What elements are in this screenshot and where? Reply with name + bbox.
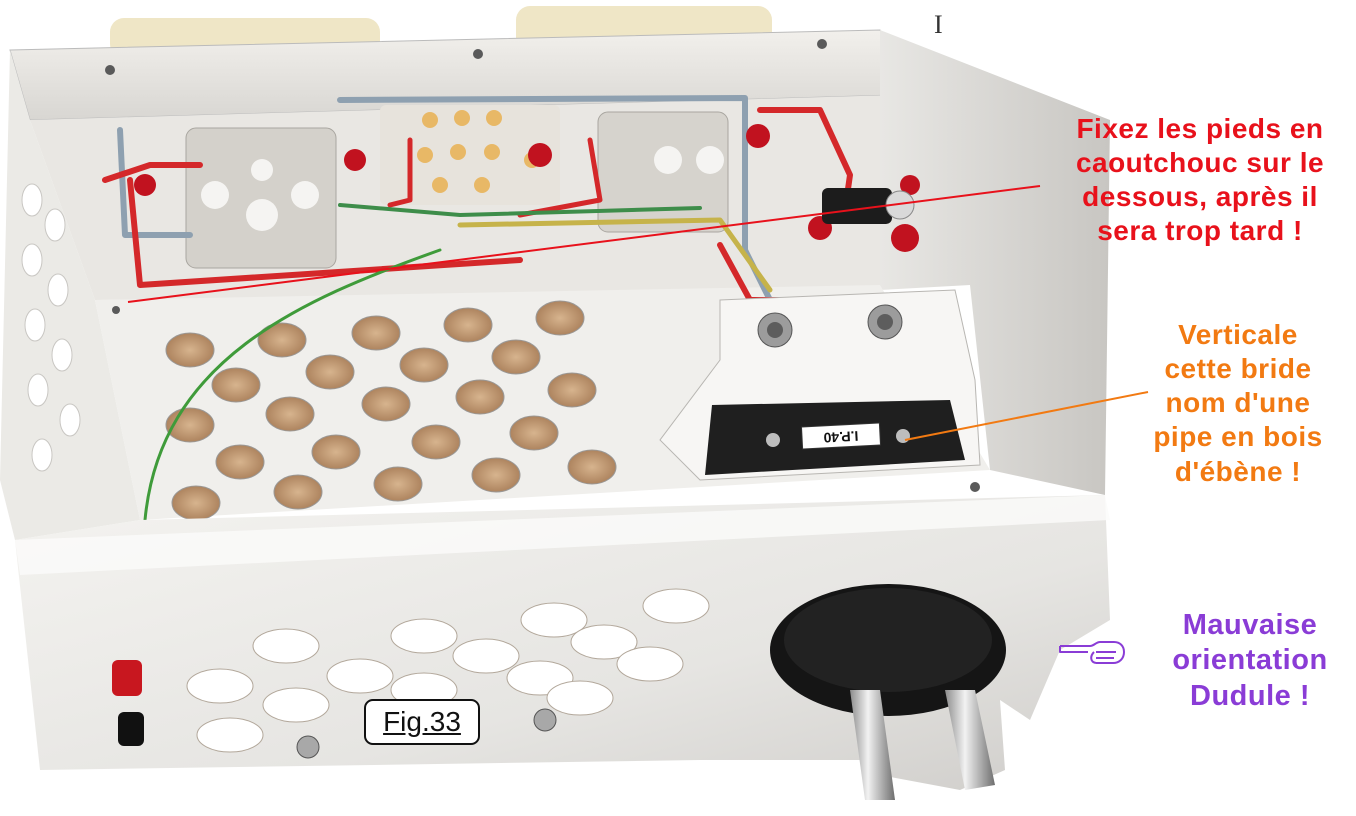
bad-orientation-note: Mauvaise orientation Dudule ! [1160,608,1340,714]
note-line: sera trop tard ! [1097,215,1303,247]
note-line: orientation [1172,644,1328,677]
figure-label: Fig.33 [364,699,480,745]
note-line: caoutchouc sur le [1075,147,1325,179]
rubber-feet-warning-note: Fixez les pieds en caoutchouc sur le des… [1030,112,1356,249]
red-pointer-line [127,185,1041,303]
note-line: nom d'une [1165,387,1311,419]
fuse-holder-bracket: I.P.40 [659,289,981,481]
inner-socket-right [597,111,729,233]
note-line: d'ébène ! [1174,455,1302,487]
corner-mark: I [934,10,943,39]
note-line: dessous, après il [1082,181,1318,213]
component-label: I.P.40 [823,428,859,446]
note-line: Fixez les pieds en [1076,113,1324,144]
note-line: Mauvaise [1182,609,1318,641]
note-line: Dudule ! [1190,679,1310,712]
note-line: Verticale [1178,319,1298,350]
orange-pointer-line [904,391,1149,441]
pointing-hand-icon [1059,641,1125,664]
mains-plug [770,584,1006,800]
inner-socket-left [185,127,337,269]
note-line: cette bride [1164,353,1312,385]
note-line: pipe en bois [1153,421,1323,453]
bracket-orientation-note: Verticale cette bride nom d'une pipe en … [1148,318,1328,489]
